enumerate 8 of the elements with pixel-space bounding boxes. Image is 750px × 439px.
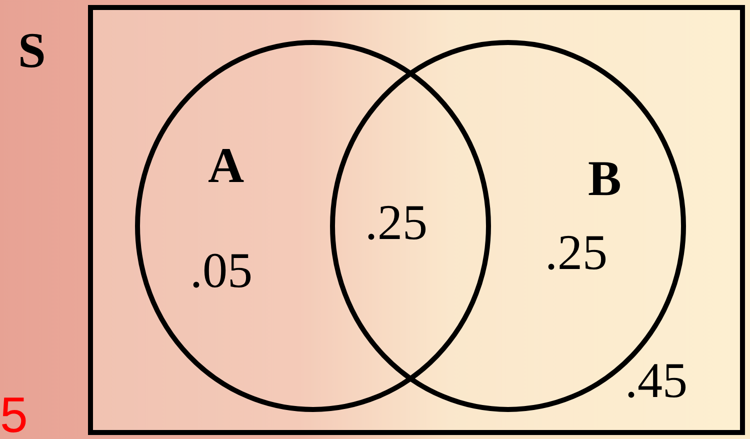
region-value: .25 — [365, 197, 428, 247]
set-label: A — [208, 140, 244, 190]
region-value: .45 — [625, 355, 688, 405]
region-value: .05 — [190, 245, 252, 295]
set-label: S — [18, 25, 46, 75]
slide-number: 5 — [0, 390, 28, 439]
set-label: B — [588, 153, 622, 203]
region-value: .25 — [545, 227, 608, 277]
